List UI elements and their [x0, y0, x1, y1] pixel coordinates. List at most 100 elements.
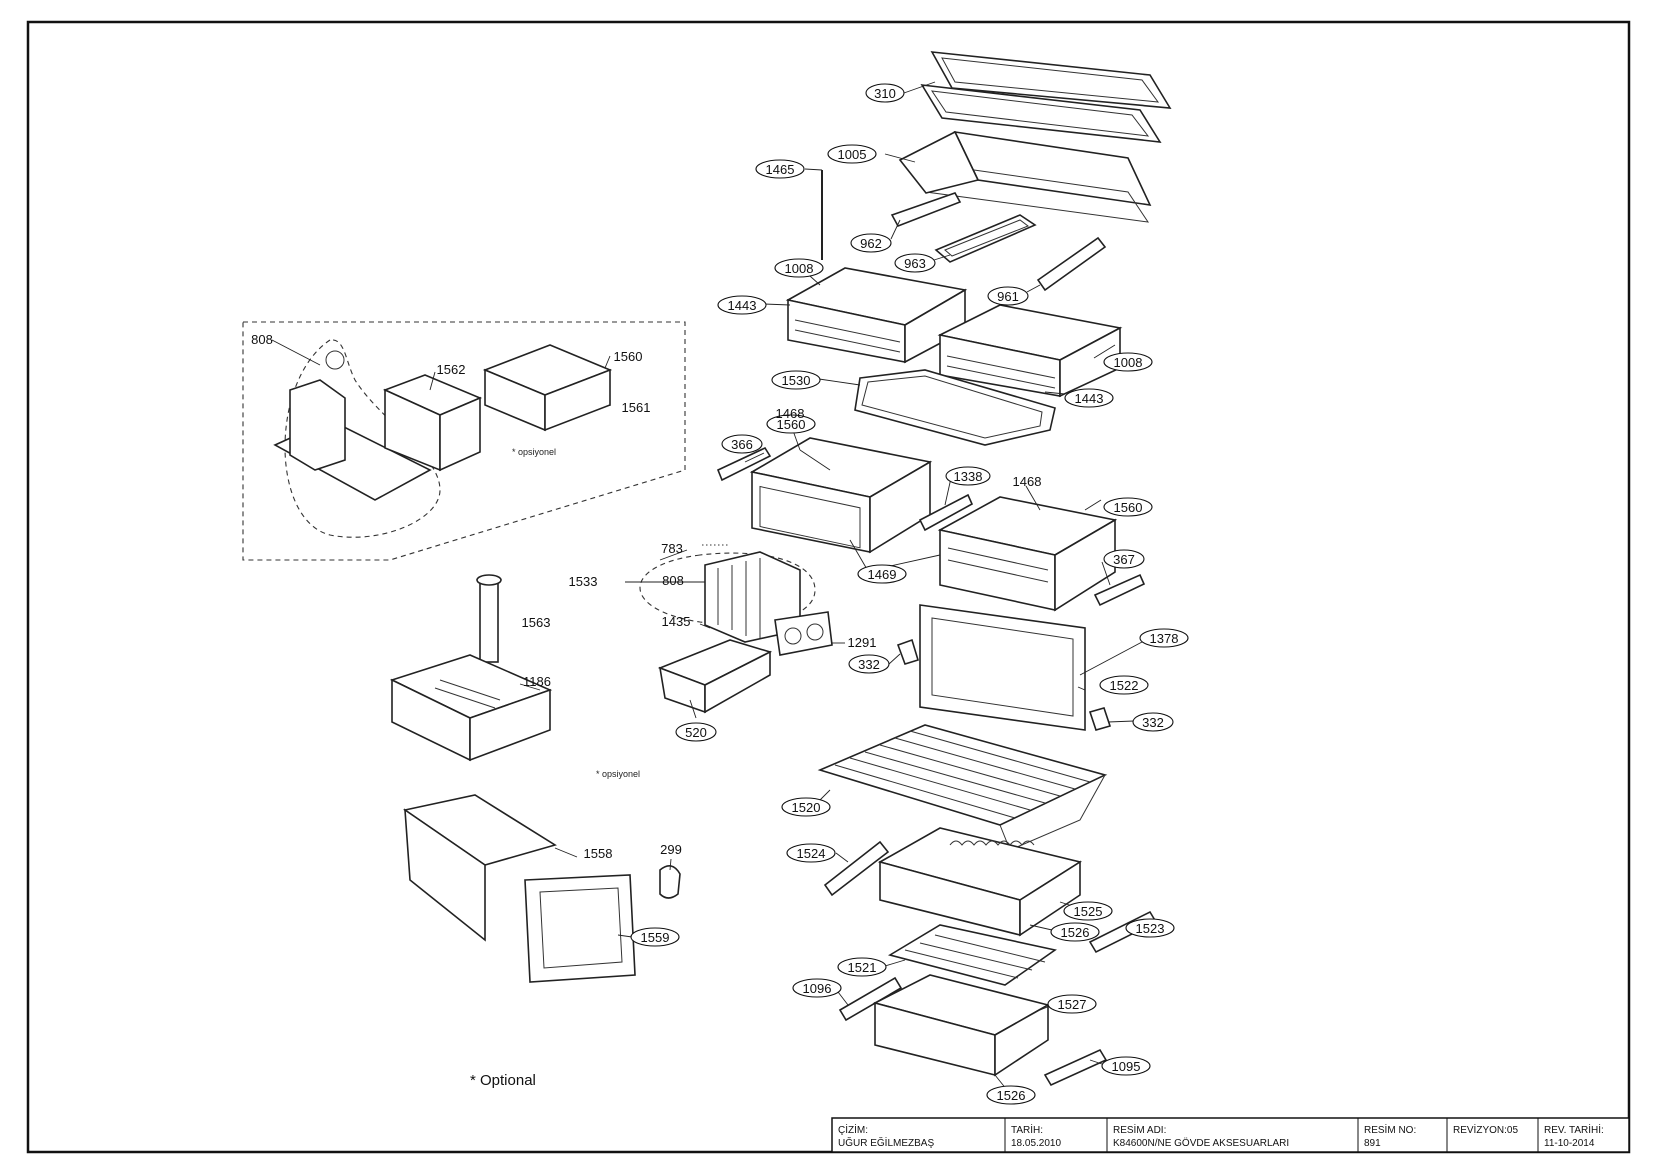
label-oval-1521 [837, 957, 887, 977]
part-1378-frame [919, 604, 1086, 731]
label-1443b: 1443 [1075, 391, 1104, 406]
part-1096-rail [838, 976, 903, 1022]
label-1291: 1291 [848, 635, 877, 650]
plain-labels: 1468 1468 783 808 1533 1435 1291 808 156… [251, 332, 1041, 861]
note-opsiyonel-box: * opsiyonel [512, 447, 556, 457]
label-1096: 1096 [803, 981, 832, 996]
label-1560b: 1560 [614, 349, 643, 364]
label-520: 520 [685, 725, 707, 740]
label-1560c: 1560 [1114, 500, 1143, 515]
label-1561: 1561 [622, 400, 651, 415]
label-1186: 1186 [523, 674, 551, 689]
label-oval-520 [675, 722, 717, 742]
label-1526b: 1526 [997, 1088, 1026, 1103]
label-1005: 1005 [838, 147, 867, 162]
label-1378: 1378 [1150, 631, 1179, 646]
part-332-clip-left [896, 638, 919, 665]
note-optional: * Optional [470, 1072, 536, 1089]
label-1521: 1521 [848, 960, 877, 975]
group-808-outline [284, 339, 441, 538]
label-1560a: 1560 [777, 417, 806, 432]
label-oval-1527 [1047, 994, 1097, 1014]
label-oval-963 [894, 253, 936, 273]
label-962: 962 [860, 236, 882, 251]
label-1338: 1338 [954, 469, 983, 484]
label-1008a: 1008 [785, 261, 814, 276]
tb-rev-tarihi-value: 11-10-2014 [1544, 1138, 1595, 1149]
label-oval-1008b [1103, 352, 1153, 372]
part-1560-1561-drawer [482, 344, 613, 432]
label-1008b: 1008 [1114, 355, 1143, 370]
label-oval-961 [987, 286, 1029, 306]
title-block-frame [831, 1117, 1630, 1153]
part-1338-guide [918, 493, 974, 532]
part-808-ice-maker [273, 350, 432, 501]
label-oval-1095 [1101, 1056, 1151, 1076]
label-oval-332a [848, 654, 890, 674]
title-block: ÇİZİM: UĞUR EĞİLMEZBAŞ TARİH: 18.05.2010… [831, 1117, 1630, 1153]
label-310: 310 [874, 86, 896, 101]
tb-resim-adi-value: K84600N/NE GÖVDE AKSESUARLARI [1113, 1137, 1289, 1149]
label-1559: 1559 [641, 930, 670, 945]
label-oval-1338 [945, 466, 991, 486]
part-1468-drawer-right [937, 496, 1118, 612]
label-oval-310 [865, 83, 905, 103]
label-332b: 332 [1142, 715, 1164, 730]
tb-tarih-value: 18.05.2010 [1011, 1138, 1061, 1149]
part-1468-drawer-left [749, 437, 933, 554]
part-1530-crisper-cover [854, 369, 1056, 446]
label-366: 366 [731, 437, 753, 452]
label-oval-962 [850, 233, 892, 253]
label-963: 963 [904, 256, 926, 271]
part-1186-ice-dispenser-base [389, 654, 553, 762]
oval-labels: 310 1005 1465 962 963 961 1008 1443 1008… [630, 83, 1189, 1105]
label-oval-1520 [781, 797, 831, 817]
label-1443a: 1443 [728, 298, 757, 313]
label-oval-1530 [771, 370, 821, 390]
label-oval-1522 [1099, 675, 1149, 695]
part-961-rail [1036, 236, 1107, 292]
part-332-clip-right [1088, 707, 1112, 731]
part-1443-drawer-left [785, 267, 968, 364]
label-oval-1560a [766, 414, 816, 434]
label-oval-1560c [1103, 497, 1153, 517]
part-310-glass-shelf [920, 51, 1172, 143]
drawing-frame [26, 20, 1631, 1154]
label-1533: 1533 [569, 574, 598, 589]
part-299-clip [659, 865, 681, 899]
label-oval-366 [721, 434, 763, 454]
part-963-cover [934, 214, 1037, 263]
part-1525-bottle-drawer [877, 827, 1083, 937]
part-1520-wire-shelf [817, 724, 1108, 851]
label-1435: 1435 [662, 614, 691, 629]
tb-cizim-value: UĞUR EĞİLMEZBAŞ [838, 1136, 934, 1149]
part-1558-chute [403, 794, 557, 942]
label-1563: 1563 [522, 615, 551, 630]
label-oval-1378 [1139, 628, 1189, 648]
tb-cizim-caption: ÇİZİM: [838, 1123, 868, 1136]
label-1465: 1465 [766, 162, 795, 177]
label-808a: 808 [251, 332, 273, 347]
label-oval-1096 [792, 978, 842, 998]
label-1530: 1530 [782, 373, 811, 388]
label-oval-367 [1103, 549, 1145, 569]
part-1527-bottom-drawer [872, 974, 1051, 1077]
label-oval-1525 [1063, 901, 1113, 921]
part-1095-rail [1043, 1048, 1108, 1087]
label-oval-1443a [717, 295, 767, 315]
label-oval-1523 [1125, 918, 1175, 938]
label-1558: 1558 [584, 846, 613, 861]
label-1527: 1527 [1058, 997, 1087, 1012]
label-1526a: 1526 [1061, 925, 1090, 940]
part-1563-tube [476, 574, 502, 663]
label-1469: 1469 [868, 567, 897, 582]
label-367: 367 [1113, 552, 1135, 567]
tb-tarih-caption: TARİH: [1011, 1123, 1043, 1136]
label-1524: 1524 [797, 846, 826, 861]
tb-revizyon: REVİZYON:05 [1453, 1123, 1518, 1136]
label-oval-1526b [986, 1085, 1036, 1105]
label-oval-1005 [827, 144, 877, 164]
label-1523: 1523 [1136, 921, 1165, 936]
label-808b: 808 [662, 573, 684, 588]
label-961: 961 [997, 289, 1019, 304]
